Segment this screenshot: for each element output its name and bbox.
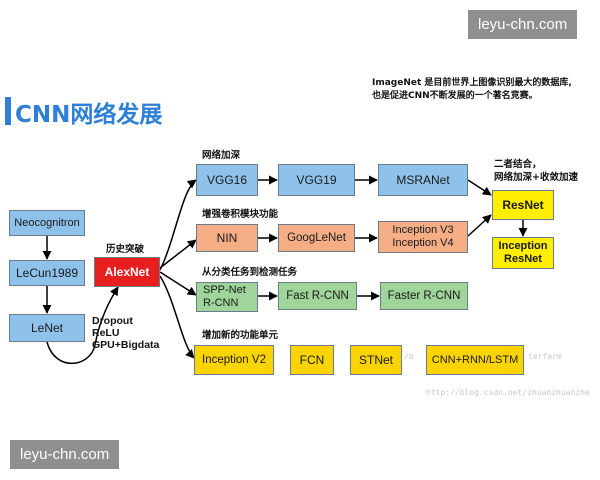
imagenet-note: ImageNet 是目前世界上图像识别最大的数据库, 也是促进CNN不断发展的一… — [372, 77, 572, 103]
page-title: CNN网络发展 — [15, 102, 163, 128]
label-combine: 二者结合， 网络加深+收敛加速 — [494, 158, 578, 184]
node-alexnet: AlexNet — [94, 257, 160, 287]
dropout-line1: Dropout — [92, 315, 133, 327]
node-inception-v2: Inception V2 — [194, 345, 274, 375]
node-stnet: STNet — [350, 345, 402, 375]
node-inception-resnet-line1: Inception — [498, 240, 548, 252]
dropout-note: Dropout ReLU GPU+Bigdata — [92, 315, 159, 351]
node-sppnet: SPP-Net — [203, 284, 246, 296]
imagenet-note-line2: 也是促进CNN不断发展的一个著名竞赛。 — [372, 91, 538, 101]
arrow-alexnet-inception-v2 — [159, 275, 195, 359]
node-inception-v4: Inception V4 — [392, 237, 454, 249]
dropout-line3: GPU+Bigdata — [92, 339, 160, 351]
node-msranet: MSRANet — [378, 164, 468, 196]
node-fcn: FCN — [290, 345, 334, 375]
label-classification-to-detection: 从分类任务到检测任务 — [202, 267, 298, 278]
faint-mark-right: terfarm — [528, 352, 562, 361]
arrow-alexnet-sppnet — [159, 271, 197, 296]
arrow-alexnet-vgg16 — [159, 179, 197, 271]
label-network-deepen: 网络加深 — [202, 150, 241, 161]
node-vgg19: VGG19 — [278, 164, 355, 196]
title-accent-bar — [5, 97, 11, 125]
arrow-inception-resnet — [467, 214, 492, 237]
arrow-msranet-resnet — [467, 179, 492, 196]
watermark-top: leyu-chn.com — [468, 10, 578, 39]
node-neocognitron: Neocognitron — [9, 210, 85, 236]
node-lenet: LeNet — [9, 314, 85, 342]
node-nin: NIN — [196, 224, 258, 252]
label-combine-line1: 二者结合， — [494, 159, 542, 170]
node-googlenet: GoogLeNet — [278, 224, 355, 252]
node-resnet: ResNet — [492, 190, 554, 220]
node-inception-v3-v4: Inception V3 Inception V4 — [378, 221, 468, 253]
label-enhance-conv-module: 增强卷积模块功能 — [202, 209, 279, 220]
node-inception-resnet: Inception ResNet — [492, 237, 554, 269]
faint-blog-url: http://blog.csdn.net/zhuanzhuanzhe — [426, 388, 590, 397]
node-fast-rcnn: Fast R-CNN — [278, 282, 357, 310]
label-history-breakthrough: 历史突破 — [106, 244, 145, 255]
imagenet-note-line1: ImageNet 是目前世界上图像识别最大的数据库, — [372, 78, 572, 88]
faint-mark-left: /b — [404, 352, 414, 361]
watermark-bottom: leyu-chn.com — [10, 440, 120, 469]
label-add-new-units: 增加新的功能单元 — [202, 330, 279, 341]
label-combine-line2: 网络加深+收敛加速 — [494, 172, 578, 183]
node-vgg16: VGG16 — [196, 164, 258, 196]
node-lecun1989: LeCun1989 — [9, 260, 85, 286]
node-cnn-rnn-lstm: CNN+RNN/LSTM — [426, 345, 524, 375]
arrow-alexnet-nin — [159, 239, 197, 269]
arrow-lenet-alexnet — [46, 286, 119, 365]
dropout-line2: ReLU — [92, 327, 120, 339]
node-sppnet-rcnn: SPP-Net R-CNN — [196, 282, 258, 312]
node-inception-v3: Inception V3 — [392, 224, 454, 236]
node-inception-resnet-line2: ResNet — [504, 253, 542, 265]
node-rcnn: R-CNN — [203, 297, 239, 309]
node-faster-rcnn: Faster R-CNN — [380, 282, 468, 310]
